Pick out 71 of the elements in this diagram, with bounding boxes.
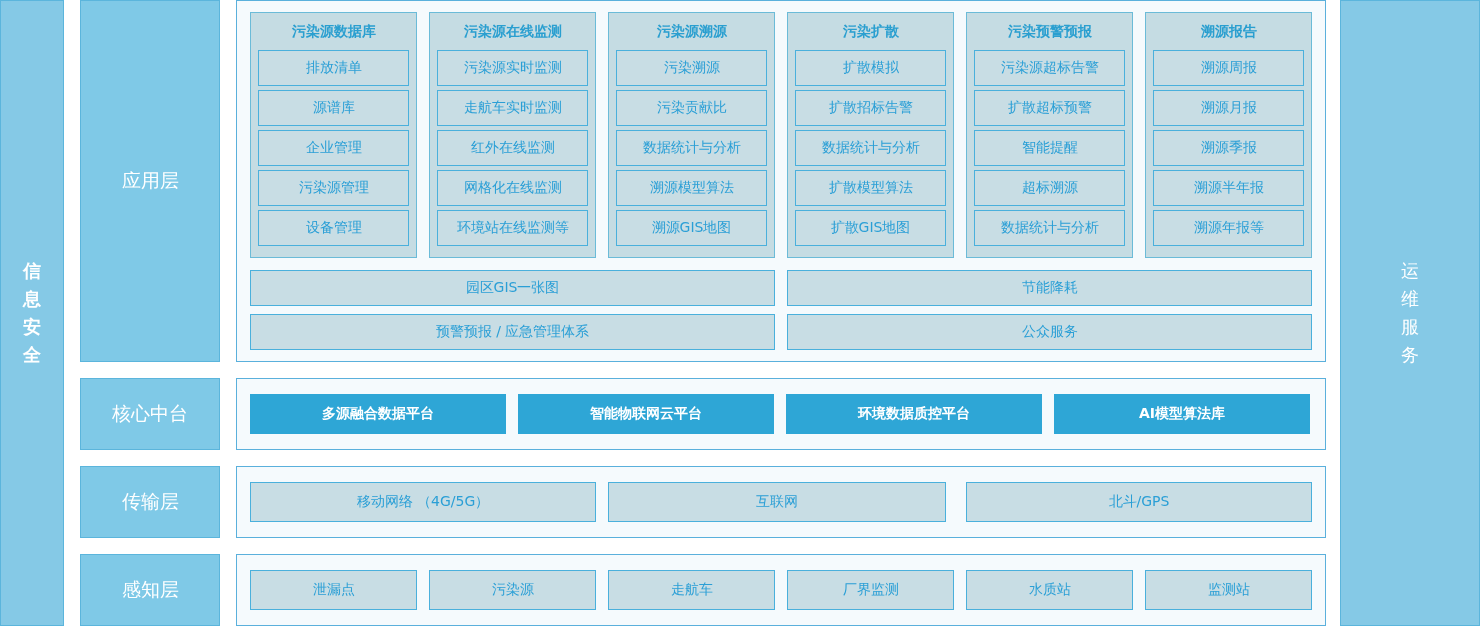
layer-label-box: 传输层 (80, 466, 220, 538)
module-group-panel (1145, 12, 1312, 258)
function-box: 智能提醒 (974, 130, 1125, 166)
module-group-panel (429, 12, 596, 258)
layer-label-box: 应用层 (80, 0, 220, 362)
sensor-source-box: 监测站 (1145, 570, 1312, 610)
function-box: 污染溯源 (616, 50, 767, 86)
function-box: 环境站在线监测等 (437, 210, 588, 246)
function-box: 公众服务 (787, 314, 1312, 350)
function-box: 污染源实时监测 (437, 50, 588, 86)
function-box: 溯源半年报 (1153, 170, 1304, 206)
module-group-panel (608, 12, 775, 258)
module-group-panel (787, 12, 954, 258)
function-box: 园区GIS一张图 (250, 270, 775, 306)
module-group-panel (250, 12, 417, 258)
function-box: 污染贡献比 (616, 90, 767, 126)
group-title: 污染预警预报 (1006, 23, 1093, 41)
sensor-source-box: 泄漏点 (250, 570, 417, 610)
function-box: 企业管理 (258, 130, 409, 166)
layer-panel (236, 378, 1326, 450)
function-box: 网格化在线监测 (437, 170, 588, 206)
band-label: 运维服务 (1400, 259, 1420, 367)
function-box: 溯源模型算法 (616, 170, 767, 206)
group-title: 污染源在线监测 (462, 23, 563, 41)
function-box: 溯源周报 (1153, 50, 1304, 86)
function-box: 数据统计与分析 (795, 130, 946, 166)
function-box: 超标溯源 (974, 170, 1125, 206)
platform-box: 智能物联网云平台 (518, 394, 774, 434)
function-box: 溯源月报 (1153, 90, 1304, 126)
sensor-source-box: 走航车 (608, 570, 775, 610)
function-box: 源谱库 (258, 90, 409, 126)
function-box: 走航车实时监测 (437, 90, 588, 126)
platform-box: AI模型算法库 (1054, 394, 1310, 434)
layer-label-box: 核心中台 (80, 378, 220, 450)
function-box: 排放清单 (258, 50, 409, 86)
function-box: 预警预报 / 应急管理体系 (250, 314, 775, 350)
platform-box: 环境数据质控平台 (786, 394, 1042, 434)
function-box: 红外在线监测 (437, 130, 588, 166)
function-box: 扩散模拟 (795, 50, 946, 86)
group-title: 污染扩散 (841, 23, 900, 41)
function-box: 设备管理 (258, 210, 409, 246)
function-box: 扩散招标告警 (795, 90, 946, 126)
function-box: 溯源季报 (1153, 130, 1304, 166)
group-title: 污染源溯源 (655, 23, 728, 41)
sensor-source-box: 水质站 (966, 570, 1133, 610)
platform-box: 多源融合数据平台 (250, 394, 506, 434)
side-band (0, 0, 64, 626)
function-box: 扩散超标预警 (974, 90, 1125, 126)
function-box: 扩散模型算法 (795, 170, 946, 206)
layer-panel (236, 554, 1326, 626)
sensor-source-box: 污染源 (429, 570, 596, 610)
network-box: 移动网络 （4G/5G） (250, 482, 596, 522)
module-group-panel (966, 12, 1133, 258)
layer-label-box: 感知层 (80, 554, 220, 626)
network-box: 北斗/GPS (966, 482, 1312, 522)
side-band (1340, 0, 1480, 626)
band-label: 信息安全 (22, 259, 42, 367)
function-box: 数据统计与分析 (974, 210, 1125, 246)
group-title: 污染源数据库 (290, 23, 377, 41)
function-box: 扩散GIS地图 (795, 210, 946, 246)
function-box: 污染源管理 (258, 170, 409, 206)
function-box: 节能降耗 (787, 270, 1312, 306)
layer-panel (236, 0, 1326, 362)
layer-panel (236, 466, 1326, 538)
group-title: 溯源报告 (1199, 23, 1258, 41)
sensor-source-box: 厂界监测 (787, 570, 954, 610)
function-box: 污染源超标告警 (974, 50, 1125, 86)
function-box: 数据统计与分析 (616, 130, 767, 166)
network-box: 互联网 (608, 482, 946, 522)
function-box: 溯源GIS地图 (616, 210, 767, 246)
function-box: 溯源年报等 (1153, 210, 1304, 246)
